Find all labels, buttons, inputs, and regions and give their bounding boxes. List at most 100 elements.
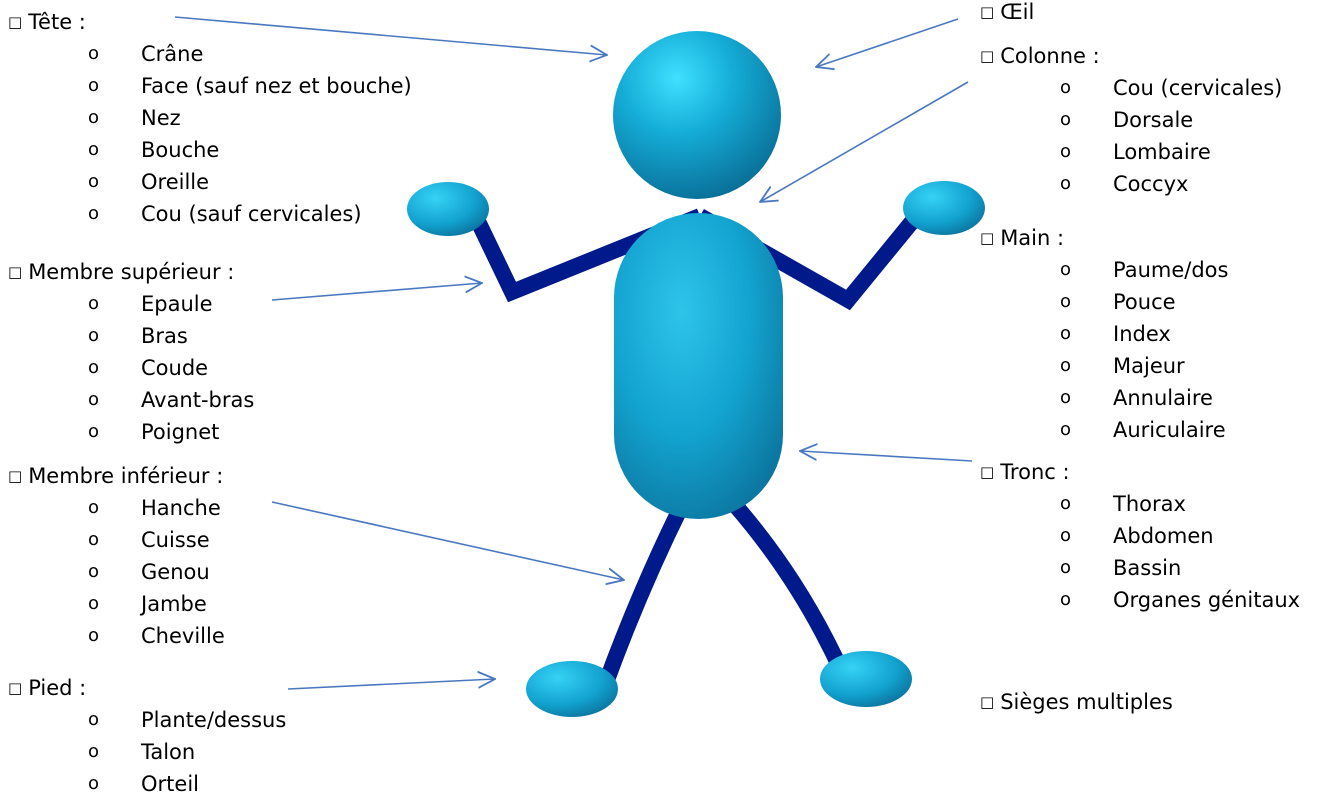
bullet-icon: o bbox=[88, 107, 100, 128]
group-label: Pied : bbox=[28, 676, 87, 700]
group-label: Tronc : bbox=[1000, 460, 1070, 484]
bullet-icon: o bbox=[1060, 77, 1072, 98]
right-leg bbox=[728, 499, 850, 676]
checkbox-icon: □ bbox=[8, 13, 23, 31]
group-heading: □ Sièges multiples bbox=[980, 686, 1322, 718]
bullet-icon: o bbox=[1060, 419, 1072, 440]
bullet-icon: o bbox=[1060, 259, 1072, 280]
group-heading: □Œil bbox=[980, 0, 1322, 28]
bullet-icon: o bbox=[1060, 589, 1072, 610]
checkbox-icon: □ bbox=[980, 693, 995, 711]
bullet-icon: o bbox=[88, 171, 100, 192]
checkbox-icon: □ bbox=[980, 463, 995, 481]
bullet-icon: o bbox=[88, 529, 100, 550]
arrow-colonne bbox=[760, 81, 969, 202]
bullet-icon: o bbox=[1060, 323, 1072, 344]
group-sieges-multiples: □ Sièges multiples bbox=[980, 686, 1322, 718]
right-foot-shape bbox=[820, 651, 912, 707]
bullet-icon: o bbox=[1060, 141, 1072, 162]
bullet-icon: o bbox=[88, 139, 100, 160]
bullet-icon: o bbox=[88, 593, 100, 614]
group-heading: □Membre inférieur : bbox=[8, 460, 478, 492]
bullet-icon: o bbox=[88, 773, 100, 794]
group-heading: □Colonne : bbox=[980, 40, 1322, 72]
group-heading: □ Pied : bbox=[8, 672, 478, 704]
group-heading: □ Tête : bbox=[8, 6, 478, 38]
bullet-icon: o bbox=[88, 741, 100, 762]
checkbox-icon: □ bbox=[980, 47, 995, 65]
head-shape bbox=[613, 31, 781, 199]
arrow-tronc bbox=[800, 451, 973, 462]
group-heading: □ Tronc : bbox=[980, 456, 1322, 488]
bullet-icon: o bbox=[88, 497, 100, 518]
arrow-pied bbox=[287, 679, 495, 690]
checkbox-icon: □ bbox=[8, 679, 23, 697]
bullet-icon: o bbox=[1060, 525, 1072, 546]
group-label: Sièges multiples bbox=[1000, 690, 1173, 714]
checkbox-icon: □ bbox=[980, 229, 995, 247]
bullet-icon: o bbox=[1060, 173, 1072, 194]
bullet-icon: o bbox=[88, 625, 100, 646]
left-foot-shape bbox=[526, 661, 618, 717]
bullet-icon: o bbox=[88, 43, 100, 64]
group-oeil: □Œil bbox=[980, 0, 1322, 28]
arrow-tete bbox=[174, 16, 607, 55]
group-label: Œil bbox=[1000, 0, 1035, 24]
arrow-oeil bbox=[816, 18, 959, 67]
bullet-icon: o bbox=[88, 293, 100, 314]
checkbox-icon: □ bbox=[8, 263, 23, 281]
bullet-icon: o bbox=[1060, 493, 1072, 514]
group-label: Membre supérieur : bbox=[28, 260, 235, 284]
bullet-icon: o bbox=[88, 389, 100, 410]
torso-shape bbox=[614, 213, 783, 519]
bullet-icon: o bbox=[1060, 109, 1072, 130]
group-label: Main : bbox=[1000, 226, 1065, 250]
group-label: Tête : bbox=[28, 10, 86, 34]
bullet-icon: o bbox=[88, 325, 100, 346]
checkbox-icon: □ bbox=[8, 467, 23, 485]
